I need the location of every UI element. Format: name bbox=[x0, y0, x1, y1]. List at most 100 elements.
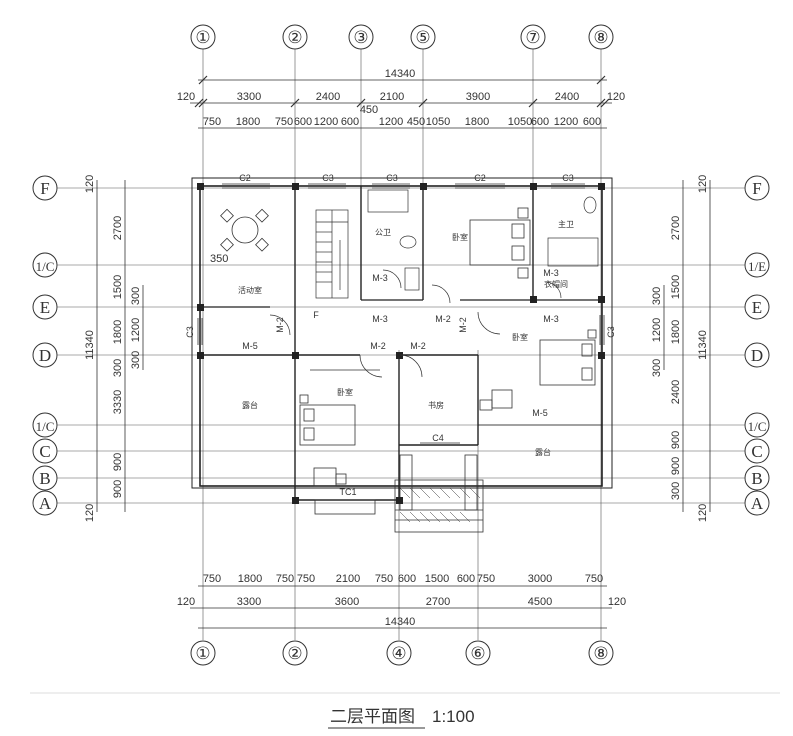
tag-m2-2: M-2 bbox=[370, 341, 386, 351]
dim-top-r1-4: 3900 bbox=[466, 91, 490, 103]
drawing-scale: 1:100 bbox=[432, 707, 475, 726]
axis-left-1C-a: 1/C bbox=[36, 259, 55, 274]
axis-left-B: B bbox=[39, 469, 50, 488]
dim-left-900b: 900 bbox=[112, 480, 124, 498]
dim-left-300: 300 bbox=[112, 359, 124, 377]
dim-top-r2: 1050 bbox=[426, 116, 450, 128]
tc1-bay bbox=[314, 499, 376, 515]
bed-icon-sw bbox=[299, 394, 356, 446]
axis-bot-4: ④ bbox=[391, 644, 406, 663]
dim-right-1500: 1500 bbox=[670, 275, 682, 299]
dim-bot-r1: 750 bbox=[585, 573, 603, 585]
tag-c4: C4 bbox=[432, 433, 444, 443]
dim-top-r1-2: 2400 bbox=[316, 91, 340, 103]
right-dimension-lines bbox=[663, 180, 711, 512]
tag-m3-2: M-3 bbox=[372, 314, 388, 324]
dim-bot-r1: 750 bbox=[375, 573, 393, 585]
bed-icon-e bbox=[539, 329, 597, 386]
axis-left-1C-b: 1/C bbox=[36, 419, 55, 434]
room-toilet-master: 主卫 bbox=[558, 219, 574, 229]
axis-bot-6: ⑥ bbox=[470, 644, 485, 663]
dim-left-1800: 1800 bbox=[112, 320, 124, 344]
axis-right-A: A bbox=[751, 494, 764, 513]
dim-right-1800: 1800 bbox=[670, 320, 682, 344]
dim-bot-r2-4: 4500 bbox=[528, 596, 552, 608]
axis-top-1: ① bbox=[195, 28, 210, 47]
dim-right-2400: 2400 bbox=[670, 380, 682, 404]
dim-right-900a: 900 bbox=[670, 431, 682, 449]
tag-c3-right: C3 bbox=[606, 326, 616, 338]
axis-right-1C: 1/C bbox=[748, 419, 767, 434]
top-dimension-lines bbox=[190, 75, 612, 129]
axis-right-1E: 1/E bbox=[748, 259, 766, 274]
axis-left-E: E bbox=[40, 298, 50, 317]
dim-top-r1-0: 120 bbox=[177, 91, 195, 103]
dim-top-r2: 750 bbox=[275, 116, 293, 128]
dim-bot-r1: 1800 bbox=[238, 573, 262, 585]
tag-m2-1: M-2 bbox=[435, 314, 451, 324]
left-dimension-lines bbox=[96, 180, 144, 512]
bed-icon-ne bbox=[469, 207, 531, 279]
dim-top-r1-1: 3300 bbox=[237, 91, 261, 103]
room-terrace-e: 露台 bbox=[535, 447, 551, 457]
dim-right2-1200: 1200 bbox=[651, 318, 663, 342]
tag-c3-1: C3 bbox=[322, 173, 334, 183]
dim-right-2700: 2700 bbox=[670, 216, 682, 240]
dim-left-2700: 2700 bbox=[112, 216, 124, 240]
dim-right-120-top: 120 bbox=[697, 175, 709, 193]
structural-columns bbox=[197, 183, 605, 504]
dim-top-r2: 600 bbox=[531, 116, 549, 128]
dim-top-r2: 600 bbox=[294, 116, 312, 128]
dim-left-3330: 3330 bbox=[112, 390, 124, 414]
bottom-row1-dims: 750 1800 750 750 2100 750 600 1500 600 7… bbox=[203, 573, 603, 585]
room-toilet-mid: 公卫 bbox=[375, 228, 391, 237]
dim-bot-r1: 600 bbox=[398, 573, 416, 585]
dim-bot-r2-0: 120 bbox=[177, 596, 195, 608]
vertical-axis-lines bbox=[202, 49, 602, 640]
dim-bot-r2-5: 120 bbox=[608, 596, 626, 608]
top-axis-bubbles bbox=[190, 24, 614, 50]
axis-left-C: C bbox=[39, 442, 50, 461]
dim-left-1500: 1500 bbox=[112, 275, 124, 299]
dim-bot-r2-3: 2700 bbox=[426, 596, 450, 608]
axis-right-C: C bbox=[751, 442, 762, 461]
axis-left-D: D bbox=[39, 346, 51, 365]
dim-left-120-bot: 120 bbox=[84, 504, 96, 522]
building-walls bbox=[191, 177, 613, 501]
axis-bot-2: ② bbox=[287, 644, 302, 663]
room-bedroom-e: 卧室 bbox=[512, 332, 528, 342]
tag-m2-3: M-2 bbox=[410, 341, 426, 351]
dim-bot-r1: 750 bbox=[276, 573, 294, 585]
tag-m2-5: M-2 bbox=[458, 317, 468, 333]
dim-top-r2: 1800 bbox=[236, 116, 260, 128]
drawing-title: 二层平面图 bbox=[330, 707, 415, 726]
dim-left2-300b: 300 bbox=[130, 351, 142, 369]
dim-left2-1200: 1200 bbox=[130, 318, 142, 342]
axis-left-F: F bbox=[40, 179, 49, 198]
axis-bot-8: ⑧ bbox=[593, 644, 608, 663]
dim-bot-r1: 1500 bbox=[425, 573, 449, 585]
bottom-dimension-lines bbox=[190, 585, 612, 629]
dim-top-r2: 600 bbox=[583, 116, 601, 128]
tag-m5-2: M-5 bbox=[532, 408, 548, 418]
dim-bot-r2-2: 3600 bbox=[335, 596, 359, 608]
toilet-fixtures bbox=[367, 189, 599, 291]
dim-top-r2: 600 bbox=[341, 116, 359, 128]
dim-right-total: 11340 bbox=[697, 330, 709, 360]
dim-left2-300a: 300 bbox=[130, 287, 142, 305]
dim-350: 350 bbox=[210, 253, 228, 265]
dim-right2-300b: 300 bbox=[651, 359, 663, 377]
door-swings bbox=[269, 269, 562, 378]
dim-top-r2: 1050 bbox=[508, 116, 532, 128]
dim-bot-r1: 750 bbox=[203, 573, 221, 585]
dim-top-450: 450 bbox=[360, 104, 378, 116]
horizontal-axis-lines bbox=[57, 187, 745, 504]
tag-f: F bbox=[313, 310, 319, 320]
dim-bot-r1: 750 bbox=[297, 573, 315, 585]
dim-left-total: 11340 bbox=[84, 330, 96, 360]
room-closet: 衣帽间 bbox=[544, 279, 568, 289]
axis-top-3: ③ bbox=[353, 28, 368, 47]
tag-m3-3: M-3 bbox=[543, 268, 559, 278]
staircase bbox=[315, 209, 349, 299]
tag-m3-1: M-3 bbox=[372, 273, 388, 283]
